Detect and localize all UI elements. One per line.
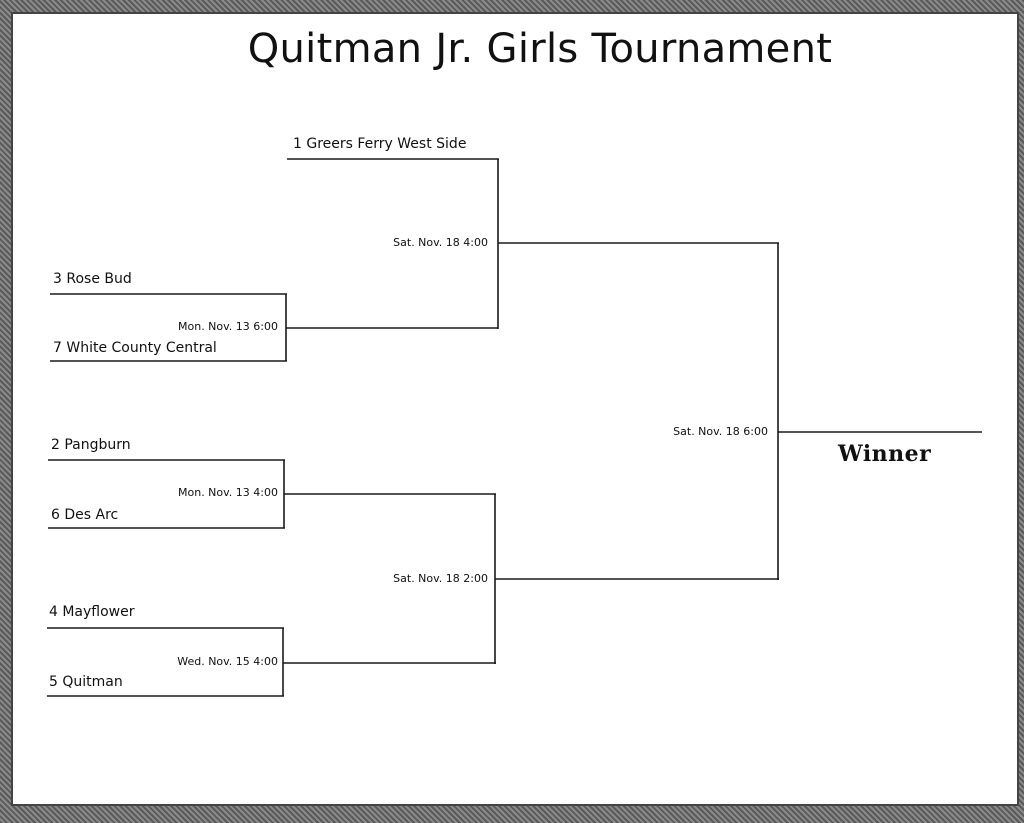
- team-quitman: 5 Quitman: [49, 674, 123, 690]
- team-rose-bud: 3 Rose Bud: [53, 271, 132, 287]
- game-time-g2: Mon. Nov. 13 4:00: [178, 486, 278, 499]
- winner-label: Winner: [838, 441, 932, 467]
- team-pangburn: 2 Pangburn: [51, 437, 131, 453]
- bracket-sheet: [11, 12, 1019, 806]
- team-greers-ferry: 1 Greers Ferry West Side: [293, 136, 467, 152]
- game-time-final: Sat. Nov. 18 6:00: [673, 425, 768, 438]
- game-time-semi1: Sat. Nov. 18 4:00: [393, 236, 488, 249]
- game-time-g1: Mon. Nov. 13 6:00: [178, 320, 278, 333]
- game-time-semi2: Sat. Nov. 18 2:00: [393, 572, 488, 585]
- page-title: Quitman Jr. Girls Tournament: [247, 26, 833, 72]
- game-time-g3: Wed. Nov. 15 4:00: [177, 655, 278, 668]
- team-mayflower: 4 Mayflower: [49, 604, 135, 620]
- team-des-arc: 6 Des Arc: [51, 507, 119, 523]
- team-white-county: 7 White County Central: [53, 340, 217, 356]
